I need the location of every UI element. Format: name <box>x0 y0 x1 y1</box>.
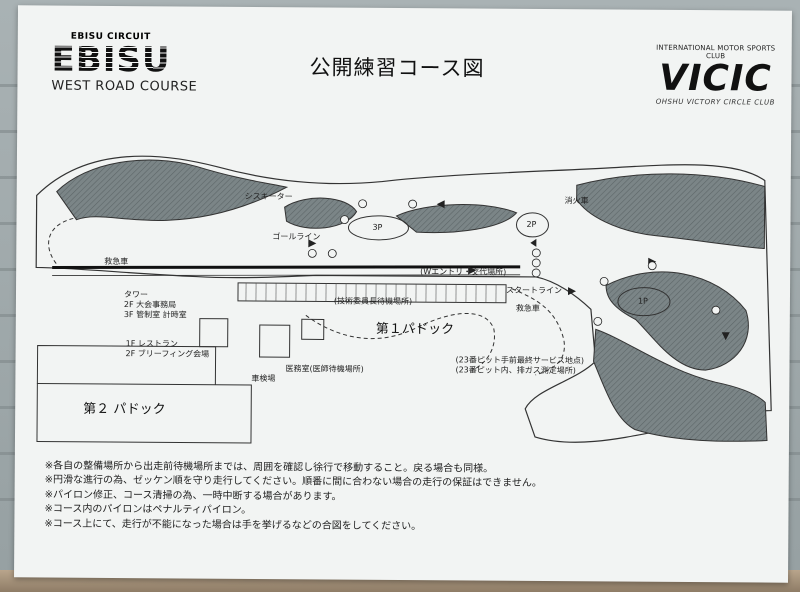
tech-waiting-label: (技術委員長待機場所) <box>333 296 413 307</box>
pylon-2p-label: 2P <box>526 219 537 229</box>
pylon-island-3p <box>347 215 409 241</box>
pylon-3p-label: 3P <box>372 222 383 232</box>
inspection-label: 車検場 <box>251 373 276 384</box>
fire-truck-label: 消火車 <box>564 196 589 206</box>
dashed-approach-left <box>48 217 77 264</box>
ambulance-left-label: 救急車 <box>104 256 129 267</box>
grass-area-top-left <box>56 159 289 222</box>
sweeper-label: シスキーター <box>244 191 293 202</box>
ambulance-right-label: 救急車 <box>515 303 540 313</box>
paddock-1-label: 第１パドック <box>375 321 455 338</box>
start-line-label: スタートライン <box>505 285 563 296</box>
restroom-building <box>301 318 325 340</box>
paddock-2-area <box>36 382 252 444</box>
restaurant-building <box>199 318 229 348</box>
goal-line-label: ゴールライン <box>272 232 321 242</box>
course-map-sheet: EBISU CIRCUIT EBISU WEST ROAD COURSE 公開練… <box>14 5 792 583</box>
medical-label: 医務室(医師待機場所) <box>285 364 364 374</box>
pit23-emission-label: (23番ピット内、排ガス測定場所) <box>455 365 576 376</box>
briefing-label: 2F ブリーフィング会場 <box>125 349 210 359</box>
paddock-2-outline <box>36 344 217 385</box>
main-straight-edge <box>52 274 521 276</box>
inspection-building <box>259 324 291 358</box>
pylon-1p-label: 1P <box>637 296 648 306</box>
tower-3f-label: 3F 管制室 計時室 <box>123 310 187 320</box>
grass-area-top-center <box>395 204 518 234</box>
course-map-drawing <box>35 155 772 444</box>
grass-area-bottom-right <box>593 328 768 442</box>
pylon-island-2p <box>515 212 549 238</box>
numbered-markers <box>307 199 721 326</box>
grass-area-right-hairpin <box>605 271 749 371</box>
w-entry-label: (Wエントリ・交代場所) <box>420 267 507 277</box>
pit-building <box>237 282 507 304</box>
main-straight <box>52 265 521 270</box>
pylon-island-1p <box>617 287 671 317</box>
pit-stalls <box>245 282 497 303</box>
paddock-2-label: 第２ パドック <box>83 401 166 418</box>
notes-block: ※各自の整備場所から出走前待機場所までは、周囲を確認し徐行で移動すること。戻る場… <box>44 460 542 536</box>
grass-area-left-hairpin <box>284 197 358 229</box>
grass-area-right-top <box>576 173 766 250</box>
